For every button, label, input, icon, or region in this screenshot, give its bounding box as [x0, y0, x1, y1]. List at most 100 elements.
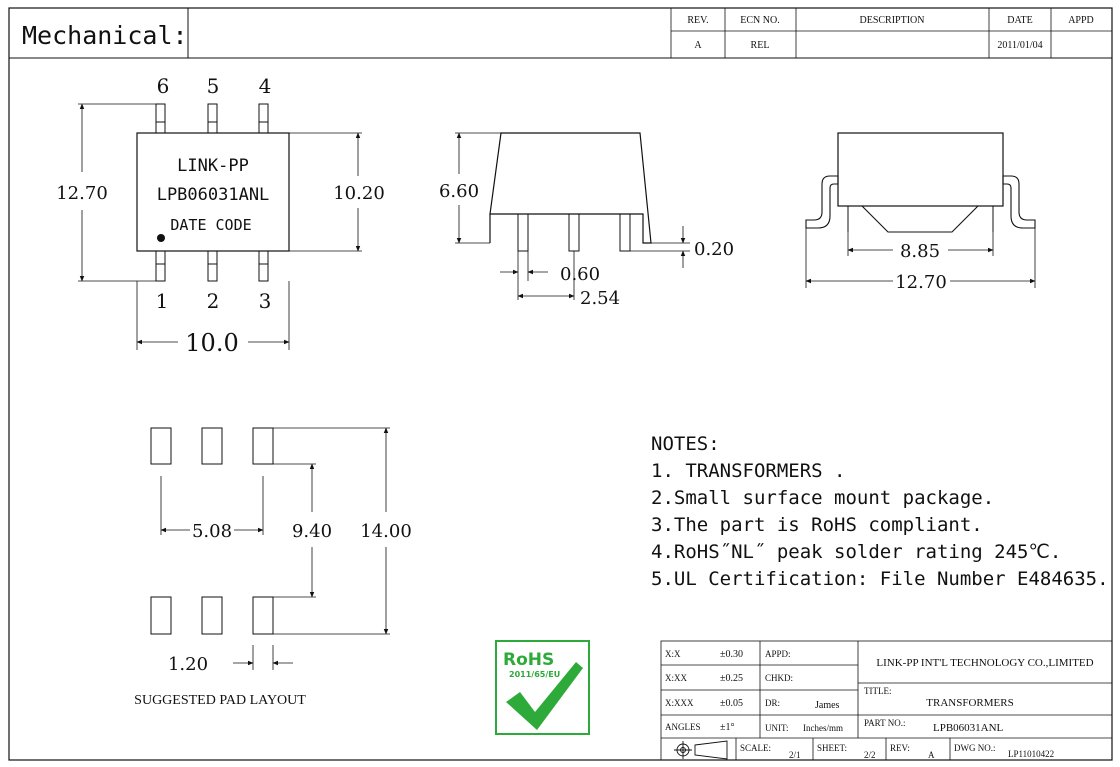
side-lead-2: [568, 213, 580, 252]
pad-1: [150, 596, 172, 635]
dim-pad-pitch-span: 5.08: [192, 521, 232, 542]
scale-value: 2/1: [789, 750, 801, 760]
dim-pad-outer-span: 14.00: [360, 521, 412, 542]
tol-xx-value: ±0.25: [720, 673, 743, 684]
rev-value: A: [694, 40, 702, 51]
angles-label: ANGLES: [665, 722, 701, 732]
ecn-header: ECN NO.: [740, 15, 779, 26]
tol-xxx-label: X:XXX: [665, 698, 694, 708]
unit-label: UNIT:: [765, 723, 789, 733]
tol-xxx-value: ±0.05: [720, 698, 743, 709]
title-value: TRANSFORMERS: [926, 697, 1013, 709]
sheet-label: SHEET:: [817, 743, 847, 753]
lead-5: [207, 103, 218, 134]
part-no-value: LPB06031ANL: [933, 722, 1004, 734]
sheet-value: 2/2: [864, 750, 876, 760]
gull-wing-lead-right: [1002, 175, 1036, 229]
note-item: 4.RoHS˝NL˝ peak solder rating 245℃.: [651, 541, 1061, 563]
lead-6: [155, 103, 166, 134]
scale-label: SCALE:: [740, 743, 771, 753]
lead-2: [207, 250, 218, 282]
title-label: TITLE:: [864, 686, 892, 696]
tol-x-label: X:X: [665, 649, 681, 659]
appd-label: APPD:: [765, 649, 791, 659]
description-header: DESCRIPTION: [859, 15, 924, 26]
pad-layout-caption: SUGGESTED PAD LAYOUT: [134, 693, 306, 708]
drawn-by-label: DR:: [765, 698, 780, 708]
date-value: 2011/01/04: [997, 40, 1042, 51]
rohs-badge: RoHS 2011/65/EU: [495, 640, 590, 735]
side-lead-3: [619, 213, 631, 252]
dim-body-width: 10.0: [185, 329, 238, 357]
lead-3: [258, 250, 269, 282]
marking-brand: LINK-PP: [177, 156, 249, 176]
revision-table: [670, 8, 1112, 58]
dim-body-length: 10.20: [333, 183, 385, 204]
pin-label-6: 6: [157, 74, 170, 98]
dim-pad-inner-gap: 9.40: [292, 521, 332, 542]
tol-xx-label: X:XX: [665, 673, 687, 683]
gull-wing-lead-left: [805, 175, 839, 229]
rev-header: REV.: [687, 15, 708, 26]
part-no-label: PART NO.:: [864, 718, 905, 728]
pin-label-5: 5: [207, 74, 220, 98]
pin-label-3: 3: [259, 289, 272, 313]
chkd-label: CHKD:: [765, 673, 793, 683]
notes-block: NOTES: 1. TRANSFORMERS . 2.Small surface…: [651, 433, 1109, 590]
dim-overall-length: 12.70: [56, 183, 108, 204]
appd-header: APPD: [1068, 15, 1094, 26]
dwg-no-label: DWG NO.:: [954, 743, 996, 753]
third-angle-projection-icon: [674, 740, 728, 760]
dim-package-height: 6.60: [439, 181, 479, 202]
dwg-no-value: LP11010422: [1008, 749, 1054, 759]
tol-x-value: ±0.30: [720, 649, 743, 660]
rev-label: REV:: [890, 743, 910, 753]
rev-value-tb: A: [928, 750, 935, 760]
angles-value: ±1°: [720, 722, 735, 733]
date-header: DATE: [1007, 15, 1033, 26]
pad-4: [252, 427, 274, 465]
dim-inner-span: 8.85: [900, 241, 940, 262]
section-title: Mechanical:: [22, 21, 188, 50]
pad-3: [252, 596, 274, 635]
pad-5: [201, 427, 223, 465]
title-block: [660, 640, 1113, 761]
ecn-value: REL: [751, 40, 770, 51]
drawn-by-value: James: [815, 700, 840, 711]
pin-label-4: 4: [259, 74, 272, 98]
note-item: 1. TRANSFORMERS .: [651, 460, 845, 482]
pin-label-1: 1: [156, 289, 169, 313]
side-lead-1: [517, 213, 529, 252]
note-item: 5.UL Certification: File Number E484635.: [651, 568, 1109, 590]
pad-6: [150, 427, 172, 465]
marking-part-number: LPB06031ANL: [157, 185, 270, 205]
dim-lead-width: 0.60: [560, 264, 600, 285]
end-view: 8.85 12.70: [805, 132, 1036, 293]
note-item: 3.The part is RoHS compliant.: [651, 514, 983, 536]
pin1-indicator-dot: [157, 234, 165, 242]
lead-4: [258, 103, 269, 134]
rohs-title: RoHS: [503, 650, 554, 670]
pin-label-2: 2: [207, 289, 220, 313]
marking-date-code: DATE CODE: [170, 216, 251, 234]
lead-1: [155, 250, 166, 282]
side-view: 6.60 0.20 0.60 2.54: [439, 132, 734, 309]
dim-lead-pitch: 2.54: [580, 288, 620, 309]
note-item: 2.Small surface mount package.: [651, 487, 994, 509]
title-block-text: X:X ±0.30 X:XX ±0.25 X:XXX ±0.05 ANGLES …: [665, 649, 1094, 760]
pad-2: [201, 596, 223, 635]
unit-value: Inches/mm: [803, 723, 843, 733]
top-view: 6 5 4 1 2 3 LINK-PP LPB06031ANL DATE COD…: [56, 74, 385, 357]
notes-heading: NOTES:: [651, 433, 720, 455]
dim-pad-width: 1.20: [168, 654, 208, 675]
checkmark-icon: [506, 662, 583, 730]
dim-standoff: 0.20: [694, 239, 734, 260]
rohs-directive: 2011/65/EU: [509, 670, 560, 679]
company-name: LINK-PP INT'L TECHNOLOGY CO.,LIMITED: [876, 657, 1093, 669]
package-body-side: [489, 132, 652, 244]
pad-layout: 5.08 9.40 14.00 1.20 SUGGESTED PAD LAYOU…: [134, 427, 412, 708]
drawing-border: [8, 7, 1113, 761]
package-body-end: [837, 132, 1004, 207]
dim-outer-span: 12.70: [895, 272, 947, 293]
